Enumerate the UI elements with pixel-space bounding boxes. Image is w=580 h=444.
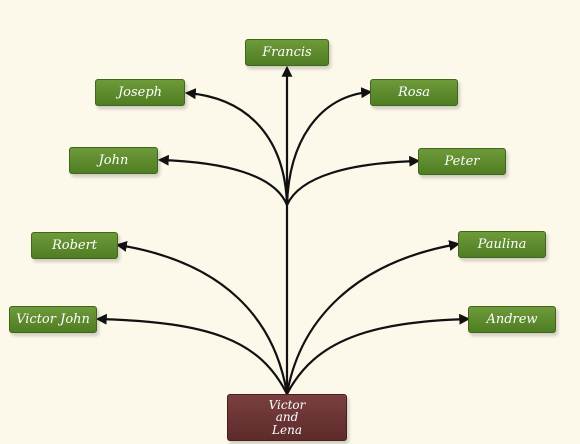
- node-andrew: Andrew: [468, 306, 556, 333]
- node-joseph-label: Joseph: [117, 85, 163, 100]
- node-peter: Peter: [418, 148, 506, 175]
- node-john-label: John: [98, 153, 129, 168]
- connector-john: [157, 154, 289, 206]
- node-john: John: [69, 147, 158, 174]
- connector-peter: [285, 155, 421, 206]
- node-peter-label: Peter: [444, 154, 480, 169]
- connector-andrew: [286, 313, 471, 395]
- connector-robert: [115, 240, 289, 395]
- node-paulina: Paulina: [458, 231, 546, 258]
- connector-rosa: [285, 87, 373, 206]
- root-label-line3: Lena: [272, 422, 302, 437]
- root-label-line2: and: [275, 410, 299, 425]
- node-joseph: Joseph: [95, 79, 185, 106]
- connector-victor-john: [95, 313, 288, 395]
- root-label-line1: Victor: [268, 397, 306, 412]
- node-francis: Francis: [245, 39, 329, 66]
- node-victor-john-label: Victor John: [16, 312, 90, 327]
- connector-joseph: [184, 88, 289, 206]
- node-rosa: Rosa: [370, 79, 458, 106]
- node-andrew-label: Andrew: [486, 312, 538, 327]
- node-francis-label: Francis: [262, 45, 312, 60]
- node-victor-john: Victor John: [9, 306, 97, 333]
- node-rosa-label: Rosa: [397, 85, 431, 100]
- node-robert: Robert: [31, 232, 118, 259]
- node-robert-label: Robert: [51, 238, 98, 253]
- connector-paulina: [285, 240, 461, 395]
- node-paulina-label: Paulina: [477, 237, 527, 252]
- node-root-victor-and-lena: Victor and Lena: [227, 394, 347, 441]
